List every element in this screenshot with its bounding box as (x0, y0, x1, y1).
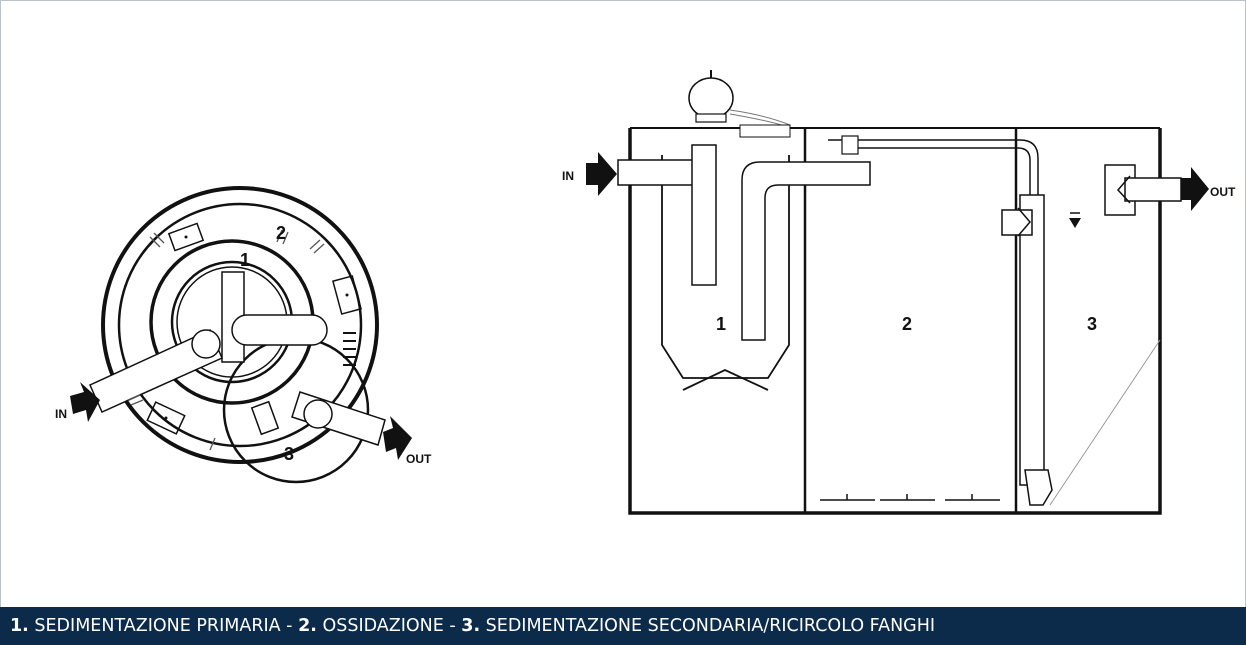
caption-num-3: 3. (461, 616, 481, 636)
plant-diagram: 2 1 3 IN OUT (55, 70, 1236, 515)
side-in-arrow-icon (586, 152, 617, 196)
ring-2 (117, 202, 363, 448)
caption-text-2: OSSIDAZIONE - (316, 616, 462, 636)
top-chamber-2-label: 2 (276, 223, 286, 243)
top-in-arrow-icon (70, 382, 100, 422)
caption-text-3: SEDIMENTAZIONE SECONDARIA/RICIRCOLO FANG… (480, 616, 936, 636)
top-chamber-3-label: 3 (284, 444, 294, 464)
blower-icon (688, 77, 734, 119)
inlet-pipe (617, 159, 699, 186)
diffuser (146, 401, 186, 435)
inner-pipe (231, 314, 328, 346)
top-out-arrow-icon (383, 416, 412, 460)
tank-outline (628, 128, 1162, 515)
top-out-label: OUT (406, 452, 432, 466)
side-in-label: IN (562, 169, 574, 183)
caption-bar: 1. SEDIMENTAZIONE PRIMARIA - 2. OSSIDAZI… (0, 607, 1246, 645)
caption-num-2: 2. (298, 616, 317, 636)
top-in-label: IN (55, 407, 67, 421)
side-out-arrow-icon (1181, 167, 1209, 211)
return-pipe (741, 161, 871, 341)
primary-cone (661, 155, 790, 379)
top-chamber-1-label: 1 (240, 250, 250, 270)
caption-num-1: 1. (10, 616, 29, 636)
side-chamber-3-label: 3 (1087, 314, 1097, 334)
caption-text-1: SEDIMENTAZIONE PRIMARIA - (28, 616, 299, 636)
airlift-pipe (1019, 194, 1045, 486)
side-chamber-1-label: 1 (716, 314, 726, 334)
air-line (828, 139, 1039, 490)
side-out-label: OUT (1210, 185, 1236, 199)
diffuser (332, 275, 362, 315)
outer-tank (101, 186, 379, 464)
water-level-icon (1069, 218, 1081, 228)
top-view: 2 1 3 IN OUT (55, 186, 432, 484)
diffuser (167, 222, 205, 252)
side-view: 1 2 3 IN OUT (562, 70, 1236, 515)
side-chamber-2-label: 2 (902, 314, 912, 334)
